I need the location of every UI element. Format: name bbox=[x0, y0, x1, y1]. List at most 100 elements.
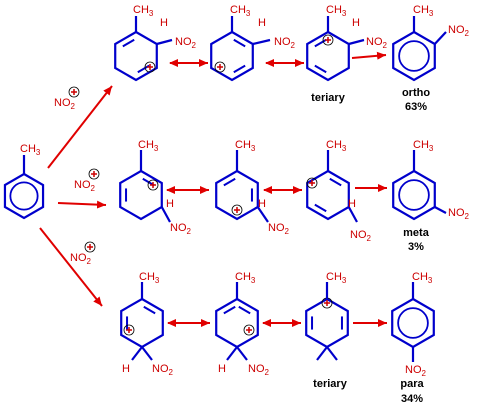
single-bond bbox=[160, 206, 171, 223]
arrow-to-para bbox=[39, 227, 103, 307]
nitro-label: NO2 bbox=[366, 36, 388, 50]
methyl-label: CH3 bbox=[230, 4, 251, 18]
single-bond bbox=[326, 346, 338, 361]
toluene-ring: CH3 bbox=[3, 143, 45, 220]
aromatic-circle bbox=[9, 181, 39, 211]
nitronium-label-ortho: NO2 bbox=[54, 86, 80, 111]
ortho-yield-caption: 63% bbox=[405, 101, 427, 113]
hydrogen-label: H bbox=[166, 198, 174, 210]
nitro-label: NO2 bbox=[350, 229, 372, 243]
nitronium-label-meta: NO2 bbox=[74, 168, 100, 193]
single-bond bbox=[141, 346, 153, 361]
nitro-label: NO2 bbox=[175, 36, 197, 50]
single-bond bbox=[131, 346, 143, 361]
methyl-label: CH3 bbox=[326, 139, 347, 153]
aromatic-circle bbox=[398, 179, 430, 211]
hydrogen-label: H bbox=[258, 17, 266, 29]
methyl-label: CH3 bbox=[326, 271, 347, 285]
hydrogen-label: H bbox=[352, 17, 360, 29]
positive-charge-icon bbox=[88, 168, 100, 180]
methyl-label: CH3 bbox=[20, 143, 41, 157]
nitro-label: NO2 bbox=[274, 36, 296, 50]
positive-charge-icon bbox=[231, 204, 243, 216]
nitronium-label-para: NO2 bbox=[70, 241, 96, 266]
para-name-caption: para bbox=[400, 378, 424, 390]
double-bond bbox=[238, 305, 251, 315]
double-bond bbox=[143, 305, 156, 315]
single-bond bbox=[433, 31, 447, 45]
nitro-label: NO2 bbox=[70, 252, 92, 266]
positive-charge-icon bbox=[147, 179, 159, 191]
aromatic-circle bbox=[398, 40, 430, 72]
single-bond bbox=[156, 38, 173, 46]
positive-charge-icon bbox=[123, 324, 135, 336]
single-bond bbox=[347, 206, 358, 223]
hydrogen-label: H bbox=[348, 198, 356, 210]
double-bond bbox=[314, 203, 327, 213]
double-bond bbox=[223, 305, 236, 315]
positive-charge-icon bbox=[68, 86, 80, 98]
methyl-label: CH3 bbox=[133, 4, 154, 18]
arrow-to-ortho bbox=[47, 85, 113, 169]
methyl-label: CH3 bbox=[138, 139, 159, 153]
single-bond bbox=[236, 346, 248, 361]
para-intermediate-3: CH3 bbox=[305, 271, 349, 361]
nitro-label: NO2 bbox=[268, 222, 290, 236]
double-bond bbox=[329, 177, 342, 187]
hydrogen-label: H bbox=[122, 363, 130, 375]
para-yield-caption: 34% bbox=[401, 393, 423, 405]
positive-charge-icon bbox=[214, 61, 226, 73]
nitro-label: NO2 bbox=[448, 24, 470, 38]
methyl-label: CH3 bbox=[139, 271, 160, 285]
positive-charge-icon bbox=[84, 241, 96, 253]
hydrogen-label: H bbox=[218, 363, 226, 375]
double-bond bbox=[122, 38, 135, 48]
ortho-product-arrow bbox=[351, 51, 387, 60]
methyl-label: CH3 bbox=[413, 4, 434, 18]
nitro-label: NO2 bbox=[248, 363, 270, 377]
double-bond bbox=[233, 64, 246, 74]
methyl-label: CH3 bbox=[235, 271, 256, 285]
double-bond bbox=[314, 64, 327, 74]
nitro-label: NO2 bbox=[448, 207, 470, 221]
double-bond bbox=[223, 177, 236, 187]
methyl-label: CH3 bbox=[326, 4, 347, 18]
nitro-label: NO2 bbox=[74, 179, 96, 193]
aromatic-circle bbox=[397, 307, 429, 339]
methyl-label: CH3 bbox=[412, 271, 433, 285]
single-bond bbox=[226, 346, 238, 361]
double-bond bbox=[233, 38, 246, 48]
double-bond bbox=[314, 38, 327, 48]
single-bond bbox=[348, 38, 365, 46]
single-bond bbox=[434, 206, 447, 214]
nitro-label: NO2 bbox=[170, 222, 192, 236]
single-bond bbox=[252, 38, 271, 46]
single-bond bbox=[256, 206, 269, 223]
positive-charge-icon bbox=[306, 177, 318, 189]
nitro-label: NO2 bbox=[54, 97, 76, 111]
positive-charge-icon bbox=[322, 34, 334, 46]
nitro-label: NO2 bbox=[405, 364, 427, 378]
ortho-tertiary-caption: teriary bbox=[311, 92, 346, 104]
methyl-label: CH3 bbox=[413, 139, 434, 153]
methyl-label: CH3 bbox=[235, 139, 256, 153]
nitro-label: NO2 bbox=[152, 363, 174, 377]
para-tertiary-caption: teriary bbox=[313, 378, 348, 390]
positive-charge-icon bbox=[243, 324, 255, 336]
hydrogen-label: H bbox=[160, 17, 168, 29]
hydrogen-label: H bbox=[258, 198, 266, 210]
single-bond bbox=[316, 346, 328, 361]
meta-yield-caption: 3% bbox=[408, 241, 424, 253]
